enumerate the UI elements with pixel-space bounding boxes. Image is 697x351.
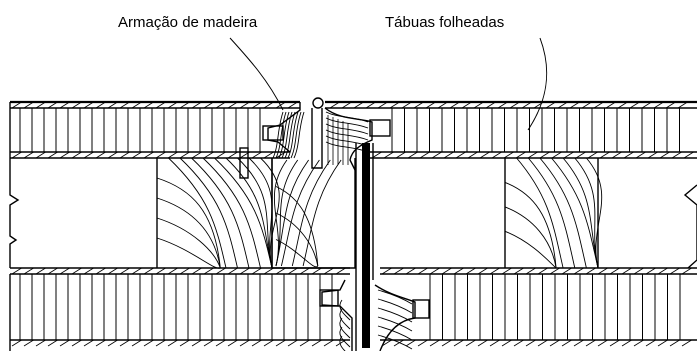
label-veneered-boards: Tábuas folheadas xyxy=(385,14,504,31)
core-block-right xyxy=(504,157,603,269)
central-frame-right xyxy=(311,107,391,171)
bottom-joint xyxy=(319,279,430,351)
bottom-panel xyxy=(9,267,697,351)
seal-strip xyxy=(362,143,370,348)
leader-line-wood-frame xyxy=(229,37,284,111)
core-block-left xyxy=(156,157,280,269)
top-panel-right xyxy=(312,97,697,159)
left-break-line xyxy=(9,158,20,268)
leader-line-veneered-boards xyxy=(527,37,548,131)
right-break-line xyxy=(683,184,697,269)
central-frame-left xyxy=(239,102,356,269)
top-panel-left xyxy=(9,100,300,159)
label-wood-frame: Armação de madeira xyxy=(118,14,258,31)
